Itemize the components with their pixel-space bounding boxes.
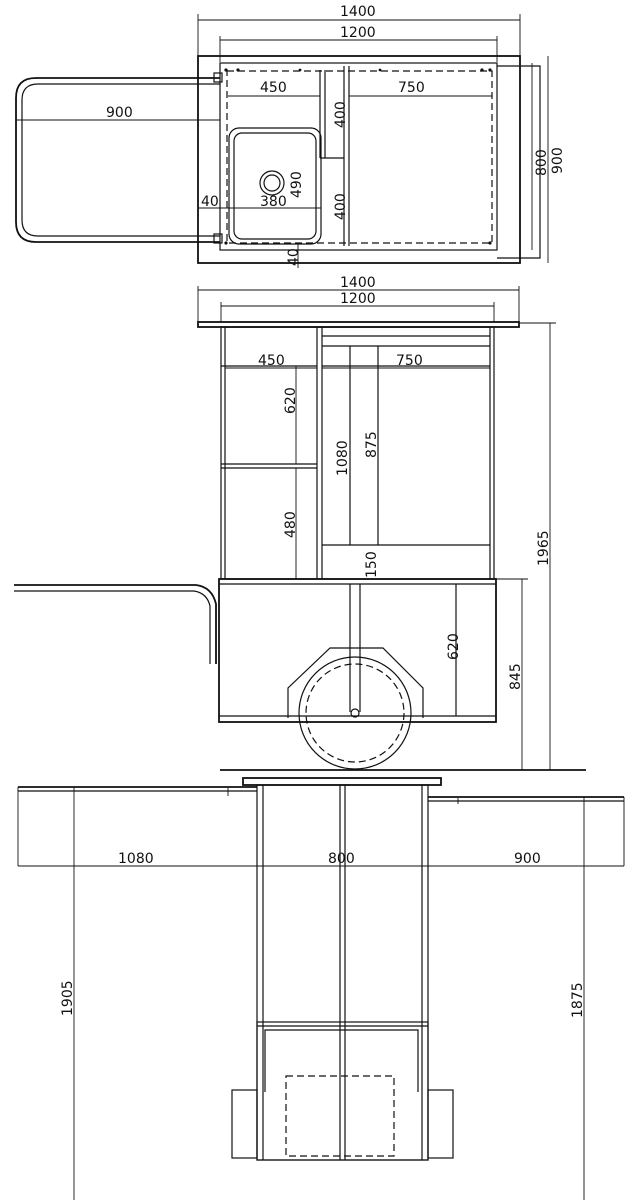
side-left-wheel: [231, 1089, 258, 1159]
sink-section-label: 450: [260, 80, 287, 96]
side-right-wheel: [427, 1089, 454, 1159]
front-total-height-label: 1965: [536, 530, 552, 566]
side-lower-frame: [256, 1021, 429, 1161]
side-right-height-dimension: 1875: [570, 797, 586, 1200]
sink-basin-inner: [233, 132, 317, 240]
top-view-screws: [224, 68, 492, 245]
side-left-depth-label: 1080: [118, 851, 154, 867]
front-counter-top: [197, 321, 520, 328]
inner-depth-label: 800: [534, 149, 550, 176]
front-right-section-label: 750: [396, 353, 423, 369]
sink-drain-outer: [259, 170, 285, 196]
handle-bracket-top: [213, 72, 223, 83]
side-right-height-label: 1875: [570, 982, 586, 1018]
front-handle-arm-inner: [14, 590, 211, 664]
side-hidden-box: [285, 1075, 395, 1157]
edge-offset-left-label: 40: [201, 194, 219, 210]
lower-height-label: 400: [333, 193, 349, 220]
front-view-overall-width-label: 1400: [340, 275, 376, 291]
front-shelf-upper-label: 620: [283, 387, 299, 414]
right-section-label: 750: [398, 80, 425, 96]
depth-dimensions: 800 900: [531, 56, 566, 263]
drain-offset-label: 490: [289, 171, 305, 198]
sink-basin: [228, 127, 322, 245]
top-view-overall-width-label: 1400: [340, 4, 376, 20]
top-view-counter-top: [219, 62, 498, 251]
front-shelf-lower-label: 480: [283, 511, 299, 538]
edge-offset-bottom-label: 40: [286, 248, 302, 266]
front-cabinet-height-label: 620: [446, 633, 462, 660]
side-view: 1080 800 900 1905 1875: [17, 777, 625, 1200]
side-center-depth-label: 800: [328, 851, 355, 867]
front-base-height-dimension: 845: [496, 578, 528, 770]
top-view-inner-width-dimension: 1200: [219, 25, 498, 62]
top-view-inner-width-label: 1200: [340, 25, 376, 41]
side-horizontal-dimensions: 1080 800 900: [17, 787, 625, 870]
side-left-height-dimension: 1905: [60, 787, 76, 1200]
side-left-height-label: 1905: [60, 980, 76, 1016]
front-view-overall-width-dimension: 1400: [197, 275, 520, 322]
push-handle-inner: [21, 83, 220, 237]
handle-bracket-bottom: [213, 233, 223, 244]
front-right-height-label: 875: [364, 431, 380, 458]
sink-drain-inner: [263, 174, 281, 192]
push-handle: [15, 77, 220, 243]
front-left-height-label: 1080: [335, 440, 351, 476]
front-right-base-label: 150: [364, 551, 380, 578]
front-view-inner-width-label: 1200: [340, 291, 376, 307]
wheel-guard: [287, 647, 424, 718]
front-view-inner-width-dimension: 1200: [220, 291, 495, 322]
top-view-overall-width-dimension: 1400: [197, 4, 521, 58]
wheel: [298, 656, 412, 770]
top-view: 1400 1200: [15, 4, 566, 268]
side-top-plate: [242, 777, 442, 786]
front-total-height-dimension: 1965: [519, 322, 556, 770]
side-right-depth-label: 900: [514, 851, 541, 867]
side-body: [256, 784, 429, 1161]
front-left-section-label: 450: [258, 353, 285, 369]
side-lower-frame-inner: [264, 1029, 419, 1092]
handle-length-label: 900: [106, 105, 133, 121]
sink-width-label: 380: [260, 194, 287, 210]
wheel-hidden-outline: [305, 663, 405, 763]
upper-height-label: 400: [333, 101, 349, 128]
front-lower-cabinet: [218, 578, 497, 723]
top-view-frame-dashed: [226, 70, 493, 244]
front-handle-arm: [14, 584, 217, 664]
wheel-axle: [350, 708, 360, 718]
front-view: 1400 1200: [14, 275, 586, 771]
top-view-overhang-outline: [497, 65, 541, 259]
front-base-height-label: 845: [508, 663, 524, 690]
top-view-outer-body: [197, 55, 521, 264]
overall-depth-label: 900: [550, 147, 566, 174]
